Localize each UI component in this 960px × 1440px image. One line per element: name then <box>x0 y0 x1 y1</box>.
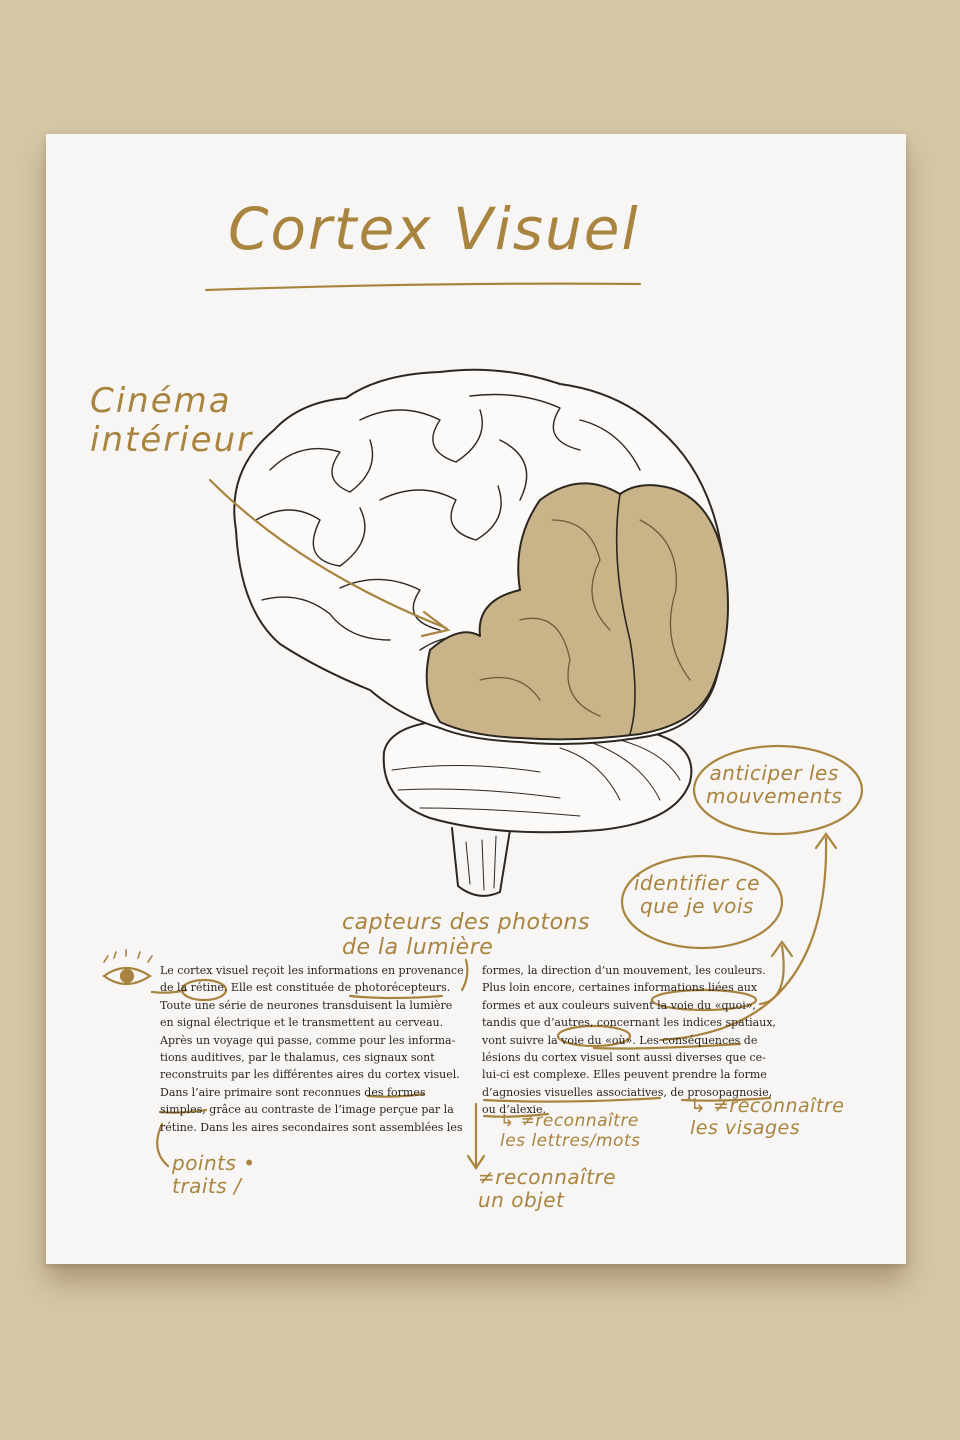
body-column-1: Le cortex visuel reçoit les informations… <box>160 962 474 1136</box>
occipital-lobe-highlight <box>425 482 729 741</box>
body-line: Plus loin encore, certaines informations… <box>482 981 758 995</box>
annotation-reconnaitre-lettres: ↳ ≠reconnaître les lettres/mots <box>500 1111 641 1151</box>
annotation-cinema-line2: intérieur <box>90 420 254 461</box>
title-underline <box>204 282 642 292</box>
body-line: ou d’alexie. <box>482 1103 547 1117</box>
annotation-reconnaitre-objet: ≠reconnaître un objet <box>478 1166 616 1212</box>
arrow-to-identifier-icon <box>758 944 785 1006</box>
body-line: simples, grâce au contraste de l’image p… <box>160 1103 454 1117</box>
annotation-reconnaitre-lettres-line2: les lettres/mots <box>500 1130 641 1151</box>
body-line: Toute une série de neurones transduisent… <box>160 998 453 1012</box>
body-line: Dans l’aire primaire sont reconnues des … <box>160 1085 426 1099</box>
annotation-points-line1: points • <box>172 1151 256 1175</box>
body-line: d’agnosies visuelles associatives, de pr… <box>482 1085 773 1099</box>
page-title: Cortex Visuel <box>228 195 640 263</box>
body-line: lui-ci est complexe. Elles peuvent prend… <box>482 1068 767 1082</box>
annotation-points: points • traits / <box>172 1152 256 1198</box>
body-line: lésions du cortex visuel sont aussi dive… <box>482 1051 766 1065</box>
body-line: reconstruits par les différentes aires d… <box>160 1068 460 1082</box>
body-line: en signal électrique et le transmettent … <box>160 1016 444 1030</box>
annotation-reconnaitre-visages: ↳ ≠reconnaître les visages <box>690 1095 845 1140</box>
brain-illustration <box>233 368 729 897</box>
eye-icon <box>102 949 153 986</box>
body-line: vont suivre la voie du «où». Les conséqu… <box>482 1033 758 1047</box>
annotation-anticiper-line1: anticiper les <box>709 761 839 785</box>
annotation-identifier: identifier ce que je vois <box>634 872 760 918</box>
body-line: Après un voyage qui passe, comme pour le… <box>160 1033 456 1047</box>
annotation-cinema-line1: Cinéma <box>90 381 232 421</box>
annotation-capteurs-line2: de la lumière <box>342 935 494 961</box>
annotation-reconnaitre-objet-line1: ≠reconnaître <box>478 1165 617 1189</box>
annotation-capteurs: capteurs des photons de la lumière <box>342 910 590 961</box>
annotation-reconnaitre-visages-line2: les visages <box>690 1116 801 1139</box>
annotation-identifier-line2: que je vois <box>640 894 754 918</box>
body-line: tandis que d’autres, concernant les indi… <box>482 1016 777 1030</box>
annotation-anticiper-line2: mouvements <box>706 784 843 808</box>
annotation-cinema: Cinéma intérieur <box>90 381 254 461</box>
body-line: rétine. Dans les aires secondaires sont … <box>160 1120 463 1134</box>
body-column-2: formes, la direction d’un mouvement, les… <box>482 962 790 1119</box>
body-line: formes, la direction d’un mouvement, les… <box>482 964 766 977</box>
annotation-reconnaitre-visages-line1: ↳ ≠reconnaître <box>690 1095 845 1117</box>
arrow-icon <box>208 478 448 630</box>
arrow-to-anticiper-icon <box>658 836 828 1042</box>
annotation-reconnaitre-lettres-line1: ↳ ≠reconnaître <box>500 1111 639 1131</box>
annotation-strokes <box>102 282 864 1170</box>
annotation-reconnaitre-objet-line2: un objet <box>478 1188 565 1212</box>
arrow-head-icon <box>420 610 451 638</box>
body-line: de la rétine. Elle est constituée de pho… <box>160 981 451 995</box>
body-line: Le cortex visuel reçoit les informations… <box>160 964 464 977</box>
annotation-anticiper: anticiper les mouvements <box>706 762 842 808</box>
body-line: formes et aux couleurs suivent la voie d… <box>482 998 756 1012</box>
annotation-identifier-line1: identifier ce <box>634 871 760 895</box>
annotation-capteurs-line1: capteurs des photons <box>342 910 590 935</box>
body-line: tions auditives, par le thalamus, ces si… <box>160 1051 435 1065</box>
annotation-points-line2: traits / <box>172 1174 242 1198</box>
